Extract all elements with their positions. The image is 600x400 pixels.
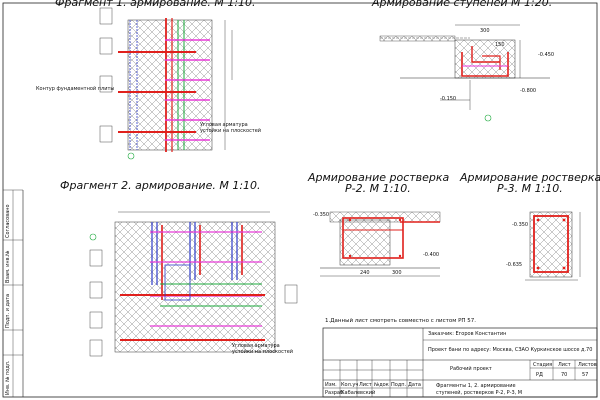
p2-dim-240: 240 (360, 270, 370, 276)
fragment-2-plan (89, 211, 298, 357)
tb-col-sheets: Листов (578, 362, 597, 368)
p2-title-line2: Р-2. М 1:10. (345, 182, 411, 195)
bars-note-b: устойки на плоскостей (200, 128, 262, 134)
step-dim-300: 300 (480, 28, 490, 34)
fragment-1-plan (99, 7, 233, 160)
step-dim-neg3: -0.800 (520, 88, 537, 94)
contour-note: Контур фундаментной плиты (36, 86, 115, 92)
steps-title: Армирование ступеней М 1:20. (372, 0, 553, 9)
stamp-soglasovano: Согласовано (5, 204, 11, 238)
step-dim-neg2: -0.150 (440, 96, 457, 102)
tb-stage-val: РД (536, 372, 543, 378)
stamp-vzam: Взам. инв.№ (5, 250, 11, 283)
p2-dim-neg: -0.350 (313, 212, 330, 218)
tb-hdr-doc: №док (374, 382, 389, 388)
tb-col-stage: Стадия (533, 362, 553, 368)
tb-sheet-title-1: Фрагменты 1, 2. армирование (436, 383, 516, 389)
tb-sheet-val: 70 (561, 372, 568, 378)
tb-customer: Заказчик: Егоров Константин (428, 331, 507, 337)
fragment1-title: Фрагмент 1. армирование. М 1:10. (55, 0, 256, 9)
tb-stage-label: Рабочий проект (450, 366, 492, 372)
bars2-note-a: Угловая арматура (232, 343, 280, 349)
tb-developer: Кабалевский (341, 390, 376, 396)
p2-section (320, 211, 441, 277)
tb-sheets-val: 57 (582, 372, 589, 378)
tb-sheet-title-2: ступеней, ростверков Р-2, Р-3, М (436, 390, 523, 396)
tb-hdr-podp: Подп. (391, 382, 407, 388)
p2-title-line1: Армирование ростверка (308, 171, 450, 184)
steps-section (379, 24, 550, 122)
step-dim-neg: -0.450 (538, 52, 555, 58)
fragment2-title: Фрагмент 2. армирование. М 1:10. (60, 179, 261, 192)
p3-dim-neg: -0.350 (512, 222, 529, 228)
p3-section (525, 211, 581, 281)
stamp-podp: Подп. и дата (5, 293, 11, 328)
p3-dim-neg2: -0.635 (506, 262, 523, 268)
p3-title-line2: Р-3. М 1:10. (497, 182, 563, 195)
title-block-lines (322, 327, 598, 398)
tb-hdr-kol: Кол.уч (341, 382, 359, 388)
step-dim-150: 150 (495, 42, 505, 48)
p2-dim-300: 300 (392, 270, 402, 276)
tb-hdr-izm: Изм. (325, 382, 337, 388)
tb-hdr-list: Лист (359, 382, 372, 388)
bottom-note: 1.Данный лист смотреть совместно с листо… (325, 318, 477, 324)
stamp-inv: Инв. № подл. (5, 360, 11, 396)
bars2-note-b: устойки на плоскостей (232, 349, 294, 355)
p3-title-line1: Армирование ростверка (460, 171, 600, 184)
tb-col-sheet: Лист (558, 362, 571, 368)
tb-project: Проект бани по адресу: Москва, СЗАО Курк… (428, 347, 593, 353)
tb-hdr-data: Дата (408, 382, 421, 388)
p2-dim-neg2: -0.400 (423, 252, 440, 258)
bars-note-a: Угловая арматура (200, 122, 248, 128)
tb-developed: Разраб. (325, 390, 345, 396)
